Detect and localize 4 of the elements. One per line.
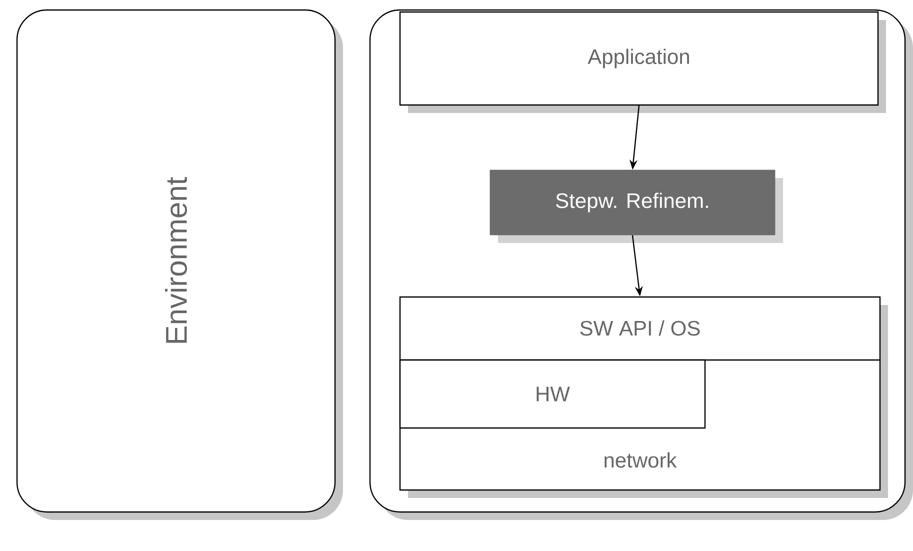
- layer-box: Application: [399, 11, 886, 113]
- rounded-panel: Environment: [16, 9, 343, 520]
- process-box: Stepw. Refinem.: [490, 170, 783, 243]
- layer-box: HW: [399, 359, 706, 429]
